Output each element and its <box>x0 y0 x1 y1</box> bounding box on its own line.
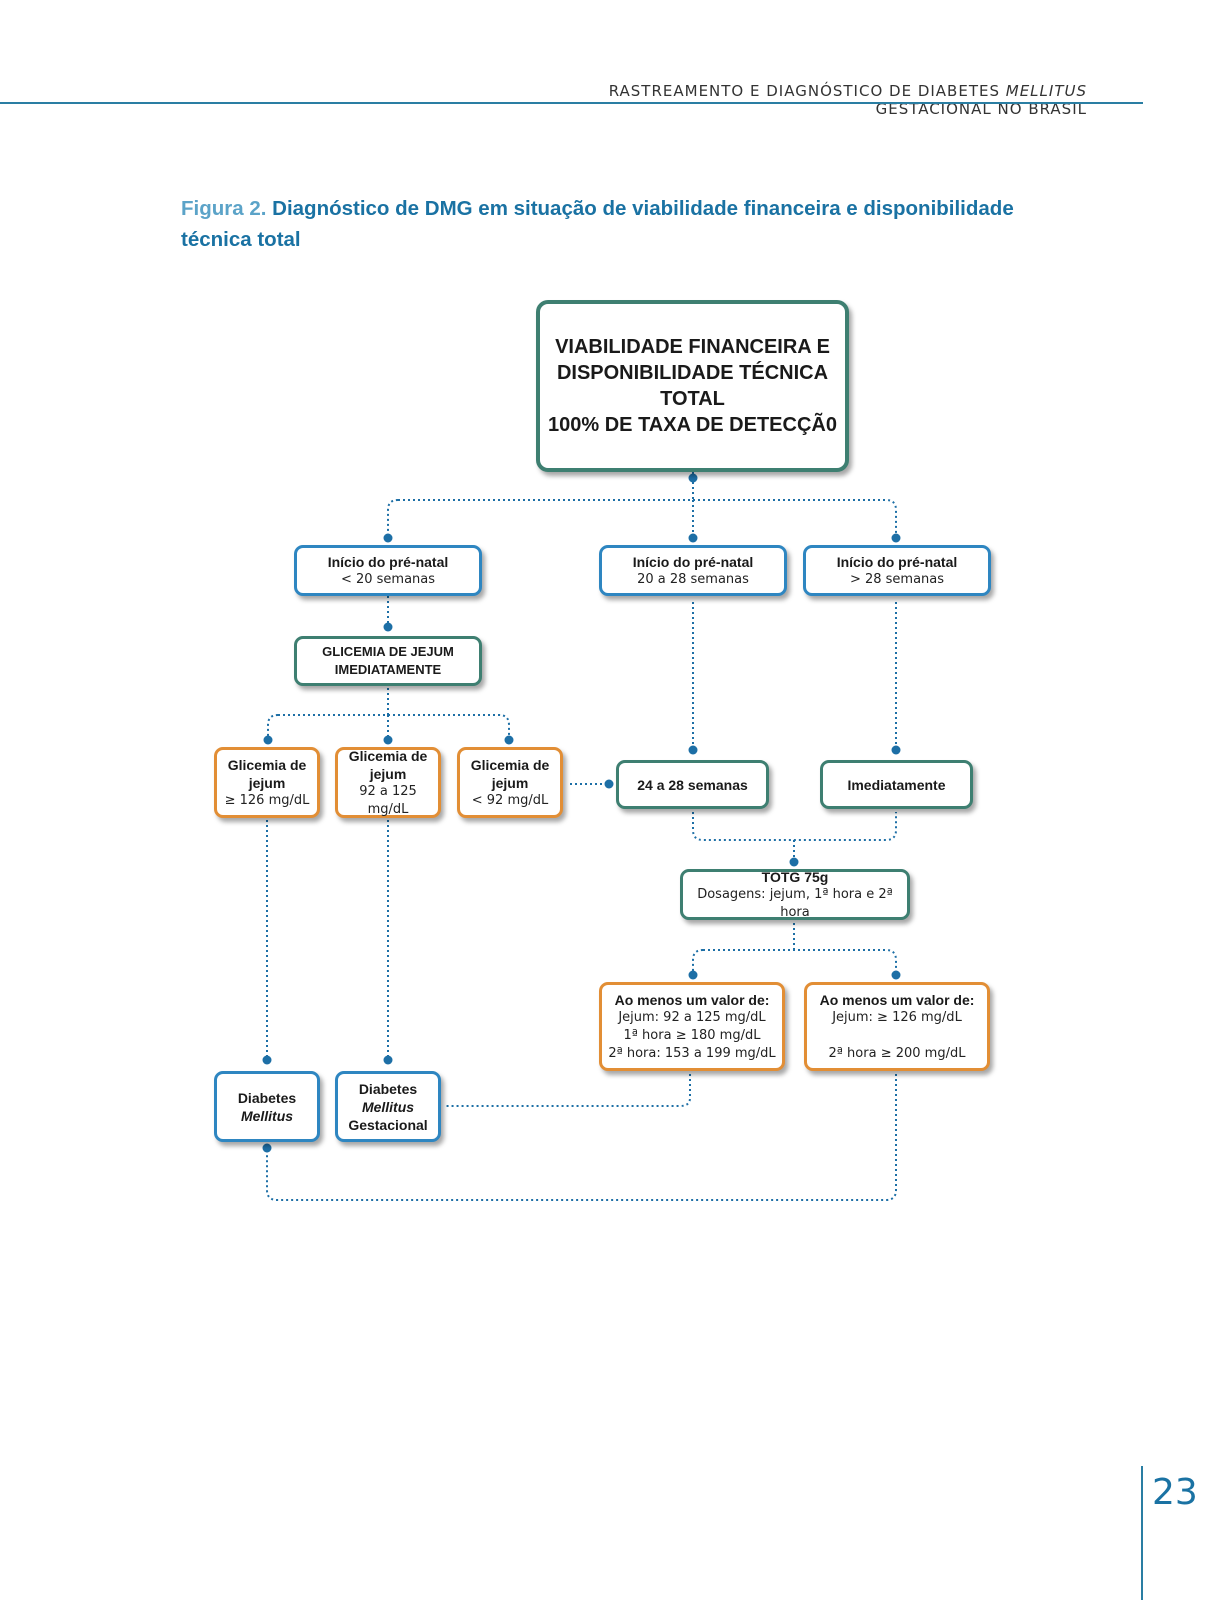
connector-criteria-to-dm <box>266 1074 897 1201</box>
prenatal-gt28-title: Início do pré-natal <box>836 553 958 570</box>
totg-box: TOTG 75g Dosagens: jejum, 1ª hora e 2ª h… <box>680 869 910 920</box>
fasting-lt92-line-2: jejum <box>491 774 529 791</box>
fasting-now-line-1: GLICEMIA DE JEJUM <box>322 644 454 659</box>
fasting-now-box: GLICEMIA DE JEJUM IMEDIATAMENTE <box>294 636 482 686</box>
criteria-gdm-line-1: Jejum: 92 a 125 mg/dL <box>618 1009 766 1025</box>
running-header-text: RASTREAMENTO E DIAGNÓSTICO DE DIABETES <box>608 82 1006 100</box>
prenatal-20-28-box: Início do pré-natal 20 a 28 semanas <box>599 545 787 596</box>
gdm-line-1: Diabetes <box>358 1080 418 1097</box>
immediately-box: Imediatamente <box>820 760 973 809</box>
criteria-gdm-title: Ao menos um valor de: <box>614 991 770 1008</box>
gdm-line-3: Gestacional <box>348 1116 428 1133</box>
dm-line-2: Mellitus <box>240 1107 294 1124</box>
fasting-lt92-line-1: Glicemia de <box>470 756 550 773</box>
running-header-italic: MELLITUS <box>1005 82 1087 100</box>
connector-criteria-to-gdm <box>446 1074 691 1107</box>
root-line-1: VIABILIDADE FINANCEIRA E <box>555 336 830 358</box>
figure-title: Diagnóstico de DMG em situação de viabil… <box>181 197 1014 251</box>
page-number-rule <box>1141 1466 1143 1600</box>
fasting-lt92-box: Glicemia de jejum < 92 mg/dL <box>457 747 563 818</box>
totg-sub: Dosagens: jejum, 1ª hora e 2ª hora <box>697 886 893 920</box>
header-rule <box>0 102 1143 104</box>
criteria-gdm-line-3: 2ª hora: 153 a 199 mg/dL <box>608 1045 776 1061</box>
weeks-24-28-box: 24 a 28 semanas <box>616 760 769 809</box>
prenatal-20-28-title: Início do pré-natal <box>632 553 754 570</box>
criteria-dm-line-1: Jejum: ≥ 126 mg/dL <box>832 1009 962 1025</box>
prenatal-lt20-title: Início do pré-natal <box>327 553 449 570</box>
fasting-ge126-line-1: Glicemia de <box>227 756 307 773</box>
connector-fasting-branch <box>267 688 510 742</box>
fasting-ge126-box: Glicemia de jejum ≥ 126 mg/dL <box>214 747 320 818</box>
root-line-3: 100% DE TAXA DE DETECÇÃ0 <box>548 414 837 436</box>
prenatal-gt28-sub: > 28 semanas <box>849 571 945 587</box>
fasting-ge126-line-2: jejum <box>248 774 286 791</box>
gestational-diabetes-box: Diabetes Mellitus Gestacional <box>335 1071 441 1142</box>
fasting-now-line-2: IMEDIATAMENTE <box>334 662 442 677</box>
gdm-line-2: Mellitus <box>361 1098 415 1115</box>
diabetes-mellitus-box: Diabetes Mellitus <box>214 1071 320 1142</box>
running-header: RASTREAMENTO E DIAGNÓSTICO DE DIABETES M… <box>560 82 1087 118</box>
fasting-92-125-box: Glicemia de jejum 92 a 125 mg/dL <box>335 747 441 818</box>
criteria-gdm-box: Ao menos um valor de: Jejum: 92 a 125 mg… <box>599 982 785 1071</box>
figure-caption: Figura 2. Diagnóstico de DMG em situação… <box>181 193 1041 255</box>
fasting-92-125-line-2: jejum <box>369 765 407 782</box>
connector-root-branch <box>387 499 897 540</box>
dm-line-1: Diabetes <box>237 1089 297 1106</box>
fasting-lt92-sub: < 92 mg/dL <box>471 792 549 808</box>
totg-title: TOTG 75g <box>761 868 829 885</box>
criteria-gdm-line-2: 1ª hora ≥ 180 mg/dL <box>623 1027 761 1043</box>
criteria-dm-spacer <box>895 1027 899 1045</box>
fasting-92-125-line-1: Glicemia de <box>348 747 428 764</box>
weeks-24-28-label: 24 a 28 semanas <box>637 776 748 793</box>
root-line-2: DISPONIBILIDADE TÉCNICA TOTAL <box>556 362 829 410</box>
fasting-ge126-sub: ≥ 126 mg/dL <box>224 792 310 808</box>
prenatal-lt20-sub: < 20 semanas <box>340 571 436 587</box>
immediately-label: Imediatamente <box>847 776 946 793</box>
prenatal-gt28-box: Início do pré-natal > 28 semanas <box>803 545 991 596</box>
root-box: VIABILIDADE FINANCEIRA E DISPONIBILIDADE… <box>536 300 849 472</box>
fasting-92-125-sub: 92 a 125 mg/dL <box>359 783 417 817</box>
page-number: 23 <box>1152 1472 1198 1513</box>
prenatal-20-28-sub: 20 a 28 semanas <box>637 571 749 587</box>
connector-totg-branch <box>692 923 897 976</box>
criteria-dm-title: Ao menos um valor de: <box>819 991 975 1008</box>
running-header-text-end: GESTACIONAL NO BRASIL <box>875 100 1087 118</box>
connector-merge-to-totg <box>692 812 897 862</box>
criteria-dm-box: Ao menos um valor de: Jejum: ≥ 126 mg/dL… <box>804 982 990 1071</box>
figure-label: Figura 2. <box>181 197 267 220</box>
prenatal-lt20-box: Início do pré-natal < 20 semanas <box>294 545 482 596</box>
criteria-dm-line-3: 2ª hora ≥ 200 mg/dL <box>828 1045 966 1061</box>
